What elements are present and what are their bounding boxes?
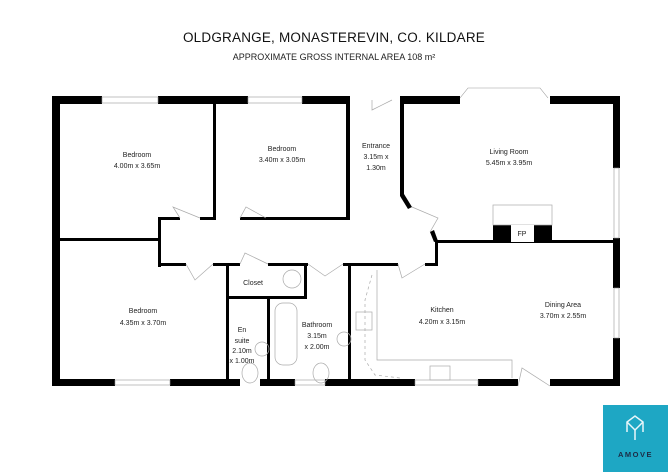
ensuite-line-3: 2.10m [232, 348, 252, 355]
brand-name: AMOVE [617, 450, 653, 459]
room-name-bedroom-2: Bedroom [268, 146, 297, 153]
room-name-bedroom-3: Bedroom [129, 308, 158, 315]
room-size-bathroom-2: x 2.00m [305, 344, 330, 351]
room-size-entrance-2: 1.30m [366, 165, 386, 172]
room-name-bedroom-1: Bedroom [123, 152, 152, 159]
amove-logo: AMOVE [603, 405, 668, 472]
fireplace-label-box [511, 225, 534, 242]
area-subtitle: APPROXIMATE GROSS INTERNAL AREA 108 m² [232, 52, 436, 62]
room-name-closet: Closet [243, 280, 263, 287]
room-size-kitchen: 4.20m x 3.15m [419, 319, 465, 326]
room-name-entrance: Entrance [362, 143, 390, 150]
room-size-living: 5.45m x 3.95m [486, 160, 532, 167]
room-name-kitchen: Kitchen [430, 307, 453, 314]
room-name-living: Living Room [490, 149, 529, 156]
room-name-dining: Dining Area [545, 302, 581, 309]
room-size-entrance-1: 3.15m x [364, 154, 389, 161]
walls [52, 96, 620, 386]
doors-and-fixtures [172, 99, 553, 387]
windows [101, 87, 620, 386]
room-name-bathroom: Bathroom [302, 322, 333, 329]
page-title: OLDGRANGE, MONASTEREVIN, CO. KILDARE [182, 30, 485, 45]
ensuite-line-1: En [238, 327, 247, 334]
ensuite-line-2: suite [235, 338, 250, 345]
ensuite-line-4: x 1.00m [230, 358, 255, 365]
house-m-icon [626, 415, 644, 440]
room-size-bathroom-1: 3.15m [307, 333, 327, 340]
fireplace-label: FP [518, 231, 527, 238]
room-size-bedroom-2: 3.40m x 3.05m [259, 157, 305, 164]
room-size-bedroom-1: 4.00m x 3.65m [114, 163, 160, 170]
room-size-bedroom-3: 4.35m x 3.70m [120, 320, 166, 327]
room-size-dining: 3.70m x 2.55m [540, 313, 586, 320]
